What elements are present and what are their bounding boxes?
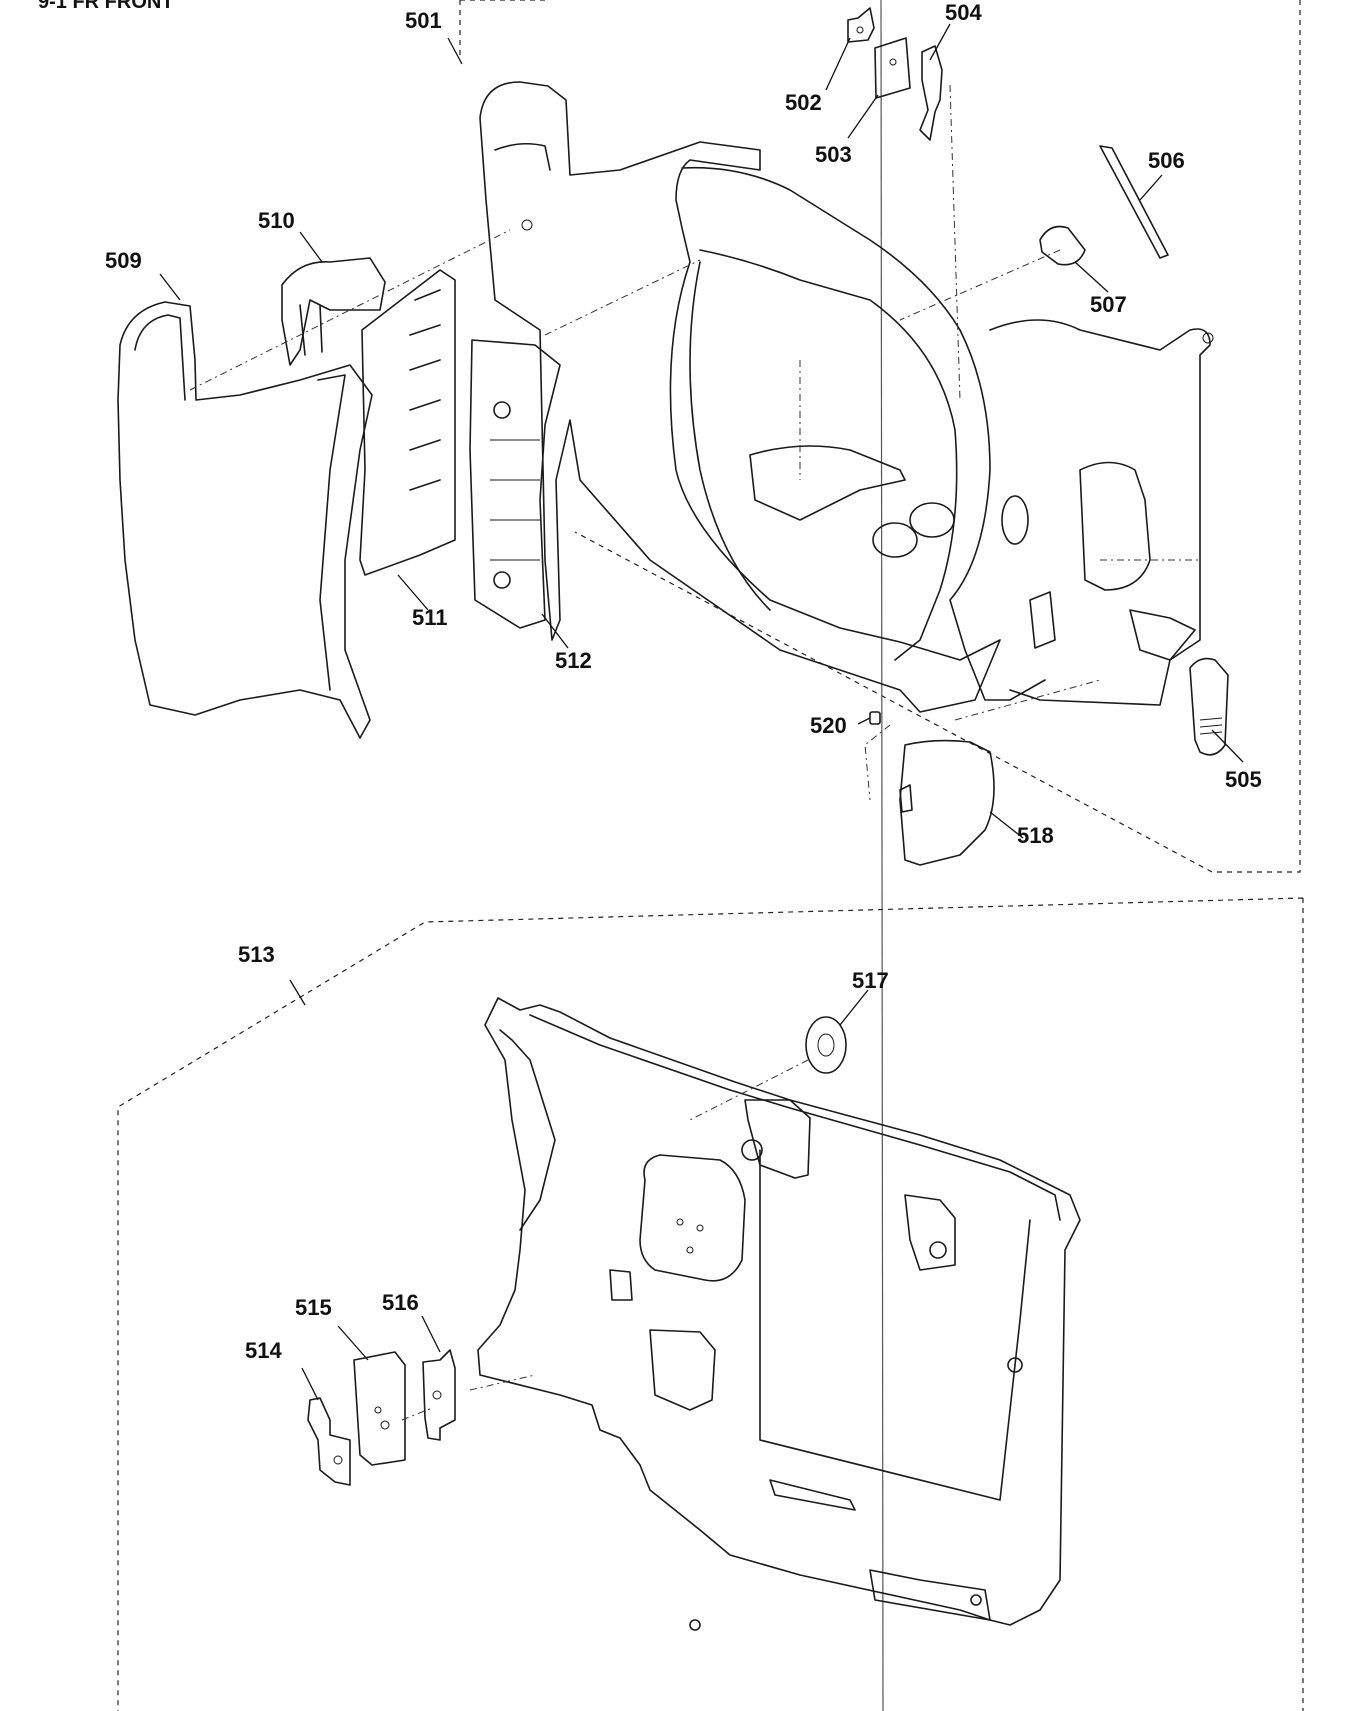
front-cover-part-501 [479,81,1214,713]
grip-rubber-part-509 [117,301,373,739]
disc-part-517 [805,1016,847,1074]
leader-lines [159,23,1244,1401]
plate-part-515 [353,1351,406,1466]
callout-520: 520 [810,713,847,738]
window-part-506 [1099,145,1169,259]
contact-bracket-part-514 [307,1397,351,1486]
grip-inner-part-510 [281,257,386,366]
callout-510: 510 [258,208,295,233]
callout-503: 503 [815,142,852,167]
callout-501: 501 [405,8,442,33]
lower-guide-lines [401,1059,809,1421]
button-cap-part-505 [1189,657,1229,756]
callout-518: 518 [1017,823,1054,848]
callout-506: 506 [1148,148,1185,173]
clip-part-502 [847,7,875,43]
flat-panel-part-512 [469,339,561,629]
screw-part-520 [869,711,881,725]
callout-517: 517 [852,968,889,993]
rear-cover-part-513 [477,997,1081,1631]
callout-509: 509 [105,248,142,273]
callout-513: 513 [238,942,275,967]
callout-504: 504 [945,0,982,25]
plate-part-503 [874,37,911,99]
callout-511: 511 [412,605,448,630]
callout-516: 516 [382,1290,419,1315]
callout-502: 502 [785,90,822,115]
callout-512: 512 [555,648,592,673]
callout-507: 507 [1090,292,1127,317]
callout-505: 505 [1225,767,1262,792]
upper-assembly-frame [459,0,1301,873]
diagram-header: 9-1 FR FRONT [38,0,174,13]
bracket-part-516 [422,1349,456,1441]
callout-514: 514 [245,1338,282,1363]
callout-515: 515 [295,1295,332,1320]
side-panel-part-511 [359,269,456,576]
spring-contact-part-504 [919,45,943,141]
dome-part-507 [1039,225,1086,266]
callout-labels: 501 502 503 504 505 506 507 509 510 511 … [105,0,1262,1363]
upper-guide-lines [189,84,1200,801]
scan-line [880,0,884,1711]
door-part-518 [899,739,995,866]
